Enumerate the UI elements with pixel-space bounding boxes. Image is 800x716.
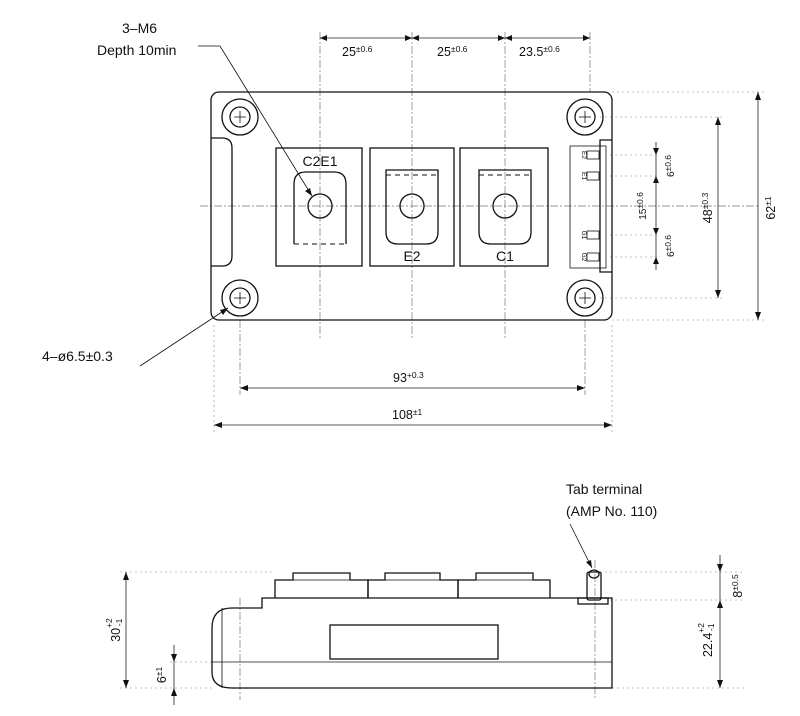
control-tab-e1: E1 <box>580 171 600 181</box>
control-tab-label-e2: E2 <box>580 151 587 159</box>
control-tab-strip <box>569 145 607 269</box>
control-tab-g2: G2 <box>580 252 600 262</box>
callout-tab-line1: Tab terminal <box>566 481 642 497</box>
side-view-extension-lines <box>120 560 745 700</box>
dimension-width: 62±1 <box>763 196 778 220</box>
dimension-hole-span: 93+0.3 <box>393 370 424 385</box>
dimension-tab-gap-bot: 6±0.6 <box>663 235 677 257</box>
callout-holes: 4–ø6.5±0.3 <box>42 348 113 364</box>
terminal-pad-c1 <box>459 147 549 267</box>
dimension-tab-height-line <box>717 555 723 608</box>
dimension-pitch-2: 25±0.6 <box>437 44 468 59</box>
dimension-pitch-1: 25±0.6 <box>342 44 373 59</box>
dimension-tab-height: 8±0.5 <box>730 574 745 598</box>
dimension-tab-gap-mid: 15±0.6 <box>635 192 649 220</box>
dimension-height-total-line <box>123 572 129 688</box>
control-tab-g1: G1 <box>580 230 600 240</box>
dimension-length: 108±1 <box>392 407 423 422</box>
dimension-length-line <box>214 422 612 428</box>
control-tab-e2: E2 <box>580 150 600 160</box>
mounting-hole-top-left <box>221 98 259 136</box>
terminal-pad-e2 <box>369 147 455 267</box>
dimension-hole-span-line <box>240 385 585 391</box>
mounting-hole-bottom-left <box>221 279 259 317</box>
terminal-label-c1: C1 <box>496 248 514 264</box>
callout-holes-leader <box>139 307 229 367</box>
side-view: Tab terminal (AMP No. 110) 30+2-1 6±1 8±… <box>104 481 745 705</box>
dimension-hole-pitch-v: 48±0.3 <box>700 193 715 224</box>
side-boss-left <box>274 572 369 598</box>
body-side-step-left <box>211 137 233 267</box>
terminal-label-c2e1: C2E1 <box>302 153 337 169</box>
tab-terminal <box>577 569 609 605</box>
dimension-tab-base-height: 22.4+2-1 <box>696 623 716 657</box>
callout-thread-leader <box>198 45 313 197</box>
body-side-step-right <box>599 139 612 273</box>
dimension-pitch-3: 23.5±0.6 <box>519 44 560 59</box>
dimension-base-height-line <box>171 645 177 705</box>
dimension-height-total: 30+2-1 <box>104 618 124 642</box>
callout-thread-line2: Depth 10min <box>97 42 176 58</box>
control-tab-label-g2: G2 <box>580 253 587 262</box>
terminal-e2 <box>385 169 439 245</box>
callout-thread-line1: 3–M6 <box>122 20 157 36</box>
control-tab-label-e1: E1 <box>580 172 587 180</box>
dimension-width-line <box>755 92 761 320</box>
dimension-pitch-row <box>320 35 590 41</box>
terminal-label-e2: E2 <box>403 248 420 264</box>
side-base-body <box>211 597 613 689</box>
dimension-base-height: 6±1 <box>154 667 169 684</box>
module-body-outline <box>210 91 613 321</box>
mounting-hole-bottom-right <box>566 279 604 317</box>
mounting-hole-top-right <box>566 98 604 136</box>
top-view-center-lines <box>200 32 765 432</box>
side-boss-middle <box>367 572 459 598</box>
callout-tab-line2: (AMP No. 110) <box>566 503 657 519</box>
top-view: C2E1 E2 C1 E2 E1 G1 G2 25±0.6 25 <box>42 20 778 432</box>
dimension-tab-gaps-line <box>653 142 659 270</box>
dimension-hole-pitch-v-line <box>715 117 721 298</box>
dimension-tab-gap-top: 6±0.6 <box>663 155 677 177</box>
callout-tab-leader <box>569 523 593 569</box>
terminal-pad-c2e1 <box>275 147 363 267</box>
terminal-c2e1 <box>293 171 347 245</box>
control-tab-label-g1: G1 <box>580 231 587 240</box>
terminal-c1 <box>478 169 532 245</box>
side-label-window <box>329 624 499 660</box>
side-boss-right <box>457 572 551 598</box>
dimension-tab-base-height-line <box>717 600 723 688</box>
